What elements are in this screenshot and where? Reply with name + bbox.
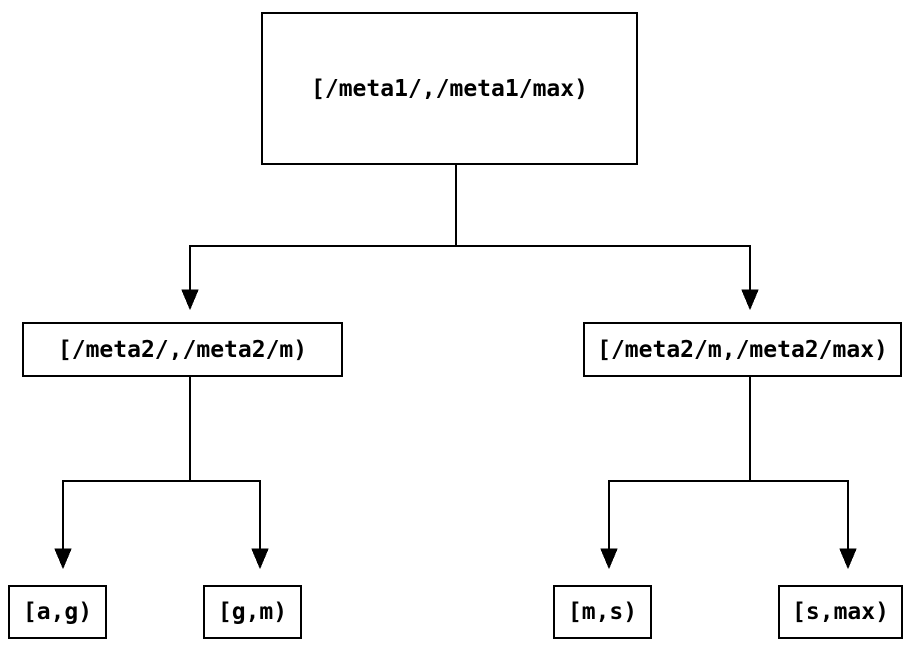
edge-root-to-level2 — [181, 165, 759, 311]
arrowhead-down-icon — [54, 548, 72, 570]
node-leaf-interval-gm: [g,m) — [203, 585, 302, 639]
node-leaf-interval-ag: [a,g) — [8, 585, 107, 639]
arrowhead-down-icon — [251, 548, 269, 570]
arrowhead-down-icon — [741, 289, 759, 311]
node-meta2-left-interval: [/meta2/,/meta2/m) — [22, 322, 343, 377]
node-root-interval: [/meta1/,/meta1/max) — [261, 12, 638, 165]
node-leaf-interval-ms: [m,s) — [553, 585, 652, 639]
edge-left-subtree — [54, 377, 269, 570]
node-meta2-right-interval: [/meta2/m,/meta2/max) — [583, 322, 902, 377]
edge-right-subtree — [600, 377, 857, 570]
arrowhead-down-icon — [839, 548, 857, 570]
arrowhead-down-icon — [600, 548, 618, 570]
node-leaf-interval-smax: [s,max) — [778, 585, 903, 639]
arrowhead-down-icon — [181, 289, 199, 311]
